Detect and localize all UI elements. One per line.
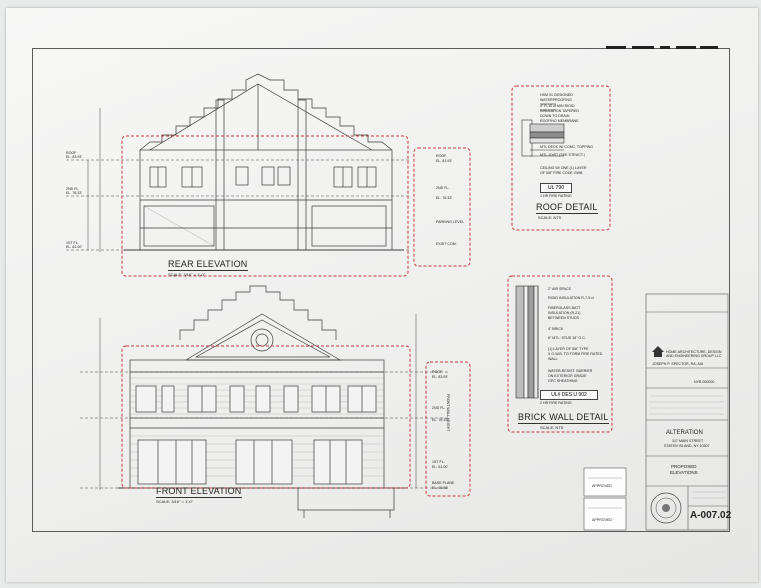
roof-note: MTL JOIST (SEE STRUCT.)	[540, 153, 585, 157]
brick-note: (1) LAYER OF 5/8" TYPE	[548, 347, 589, 351]
roof-detail-scale: SCALE: NTS	[538, 215, 562, 220]
front-base-plane-label: BASE PLANE	[432, 481, 455, 485]
brick-wall-detail-drawing	[515, 285, 539, 399]
rear-roof-label: ROOF	[66, 151, 77, 155]
roof-rating-tag: UL 790	[540, 183, 572, 193]
brick-note: WALL	[548, 357, 558, 361]
rear-1st-fl-elevation: EL. 61.00'	[66, 245, 83, 249]
rear-box-parking-label: PARKING LEVEL	[436, 220, 465, 224]
rear-box-roof-elevation: EL. 83.93'	[436, 159, 453, 163]
rear-roof-elevation: EL. 83.93'	[66, 155, 83, 159]
brick-note: INSULATION (R-21)	[548, 311, 581, 315]
roof-detail-title: ROOF DETAIL	[536, 202, 598, 214]
rear-2nd-fl-label: 2ND FL.	[66, 187, 80, 191]
brick-note: GPC SHEATHING	[548, 379, 578, 383]
front-roof-label: ROOF	[432, 370, 443, 374]
front-elevation-scale: SCALE: 3/16" = 1'-0"	[156, 499, 194, 504]
roof-note: HSM 01 DESIGNED	[540, 93, 573, 97]
rear-box-exist-com-label: EXIST COM.	[436, 242, 457, 246]
front-1st-fl-elevation: EL. 61.00'	[432, 465, 449, 469]
rear-1st-fl-label: 1ST FL.	[66, 241, 79, 245]
front-elevation-title: FRONT ELEVATION	[156, 486, 242, 498]
front-1st-fl-label: 1ST FL.	[432, 460, 445, 464]
nyb-label: NYB 000000	[694, 380, 715, 384]
brick-wall-detail-scale: SCALE: NTS	[540, 425, 564, 430]
rear-dimension-lines	[87, 108, 101, 252]
rear-2nd-fl-elevation: EL. 76.33'	[66, 191, 83, 195]
roof-note: 4" R-10 of MIN RIGID	[540, 104, 575, 108]
architect-seal	[650, 492, 682, 524]
roof-note: CEILING W/ ONE (1) LAYER	[540, 166, 587, 170]
roof-note: DOWN TO DRAIN	[540, 114, 570, 118]
brick-note: X G.W.B. TO FORM FIRE RATED	[548, 352, 603, 356]
rear-elevation-viewport	[121, 135, 409, 277]
firm-name: HOME ARCHITECTURE, DESIGN AND ENGINEERIN…	[666, 350, 722, 359]
brick-note: 4" BRICK	[548, 327, 564, 331]
brick-wall-detail-title: BRICK WALL DETAIL	[518, 412, 609, 424]
sheet-index-marks	[606, 46, 718, 49]
approval-stamp-2: APPROVED	[592, 518, 612, 522]
front-2nd-fl-elevation: EL. 76.33'	[432, 418, 449, 422]
rear-level-lines	[66, 159, 410, 251]
brick-note: RIGID INSULATION R-7.5 ci	[548, 296, 594, 300]
front-roof-elevation: EL. 83.93'	[432, 375, 449, 379]
project-address-line-1: 317 MAIN STREET	[672, 439, 704, 443]
roof-note: MTL DECK W/ CONC. TOPPING	[540, 145, 594, 149]
brick-note: 6" MTL. STUD 16" O.C.	[548, 336, 586, 340]
brick-note: ON EXTERIOR GRADE	[548, 374, 587, 378]
brick-note: 2" AIR SPACE	[548, 287, 571, 291]
roof-detail-drawing	[521, 103, 565, 157]
project-address-line-2: STATEN ISLAND, NY 10307	[664, 444, 710, 448]
sheet-number: A-007.02	[690, 510, 732, 521]
rear-levels-viewport	[413, 147, 471, 267]
rear-elevation-scale: SCALE: 3/16" = 1'-0"	[168, 272, 206, 277]
roof-note: WATERPROOFING	[540, 98, 572, 102]
rear-box-roof-label: ROOF	[436, 154, 447, 158]
roof-detail-viewport	[511, 85, 611, 231]
rear-elevation-title: REAR ELEVATION	[168, 259, 248, 271]
rear-box-2nd-fl-label: 2ND FL.	[436, 186, 450, 190]
sheet-title-line-2: ELEVATIONS	[670, 470, 698, 475]
brick-rating-tag: UL# DES U 902	[540, 390, 598, 400]
roof-note: OF 5/8" FIRE CODE GWB	[540, 171, 583, 175]
drawing-sheet	[6, 8, 758, 582]
front-wall-height-label: FRONT WALL HEIGHT	[446, 394, 450, 432]
brick-rating-note: 2 HR FIRE RATING	[540, 401, 572, 405]
approval-stamps	[583, 467, 627, 531]
roof-rating-note: 1 HR FIRE RATING	[540, 194, 572, 198]
approval-stamp-1: APPROVED	[592, 484, 612, 488]
firm-logo	[652, 346, 664, 357]
sheet-border	[32, 48, 730, 532]
front-dimension-lines	[99, 314, 417, 490]
rear-elevation-drawing	[124, 73, 404, 251]
brick-note: FIBERGLASS BATT	[548, 306, 581, 310]
roof-note: INSULATION TAPERED	[540, 109, 579, 113]
rear-box-2nd-fl-elevation: EL. 76.33'	[436, 196, 453, 200]
front-elevation-viewport	[121, 345, 411, 489]
brick-note: WATER-RESIST. BARRIER	[548, 369, 593, 373]
brick-wall-detail-viewport	[507, 275, 613, 433]
brick-note: BETWEEN STUDS	[548, 316, 579, 320]
front-elevation-drawing	[118, 285, 408, 518]
front-levels-viewport	[425, 361, 471, 497]
front-2nd-fl-label: 2ND FL.	[432, 406, 446, 410]
sheet-title-line-1: PROPOSED	[671, 464, 697, 469]
architect-name: JOSEPH P. SPECTOR, RA, AIA	[652, 362, 704, 366]
project-title: ALTERATION	[666, 430, 703, 436]
roof-note: ROOFING MEMBRANE	[540, 119, 579, 123]
front-base-plane-elevation: EL. 60.83'	[432, 486, 449, 490]
title-block	[645, 293, 729, 531]
